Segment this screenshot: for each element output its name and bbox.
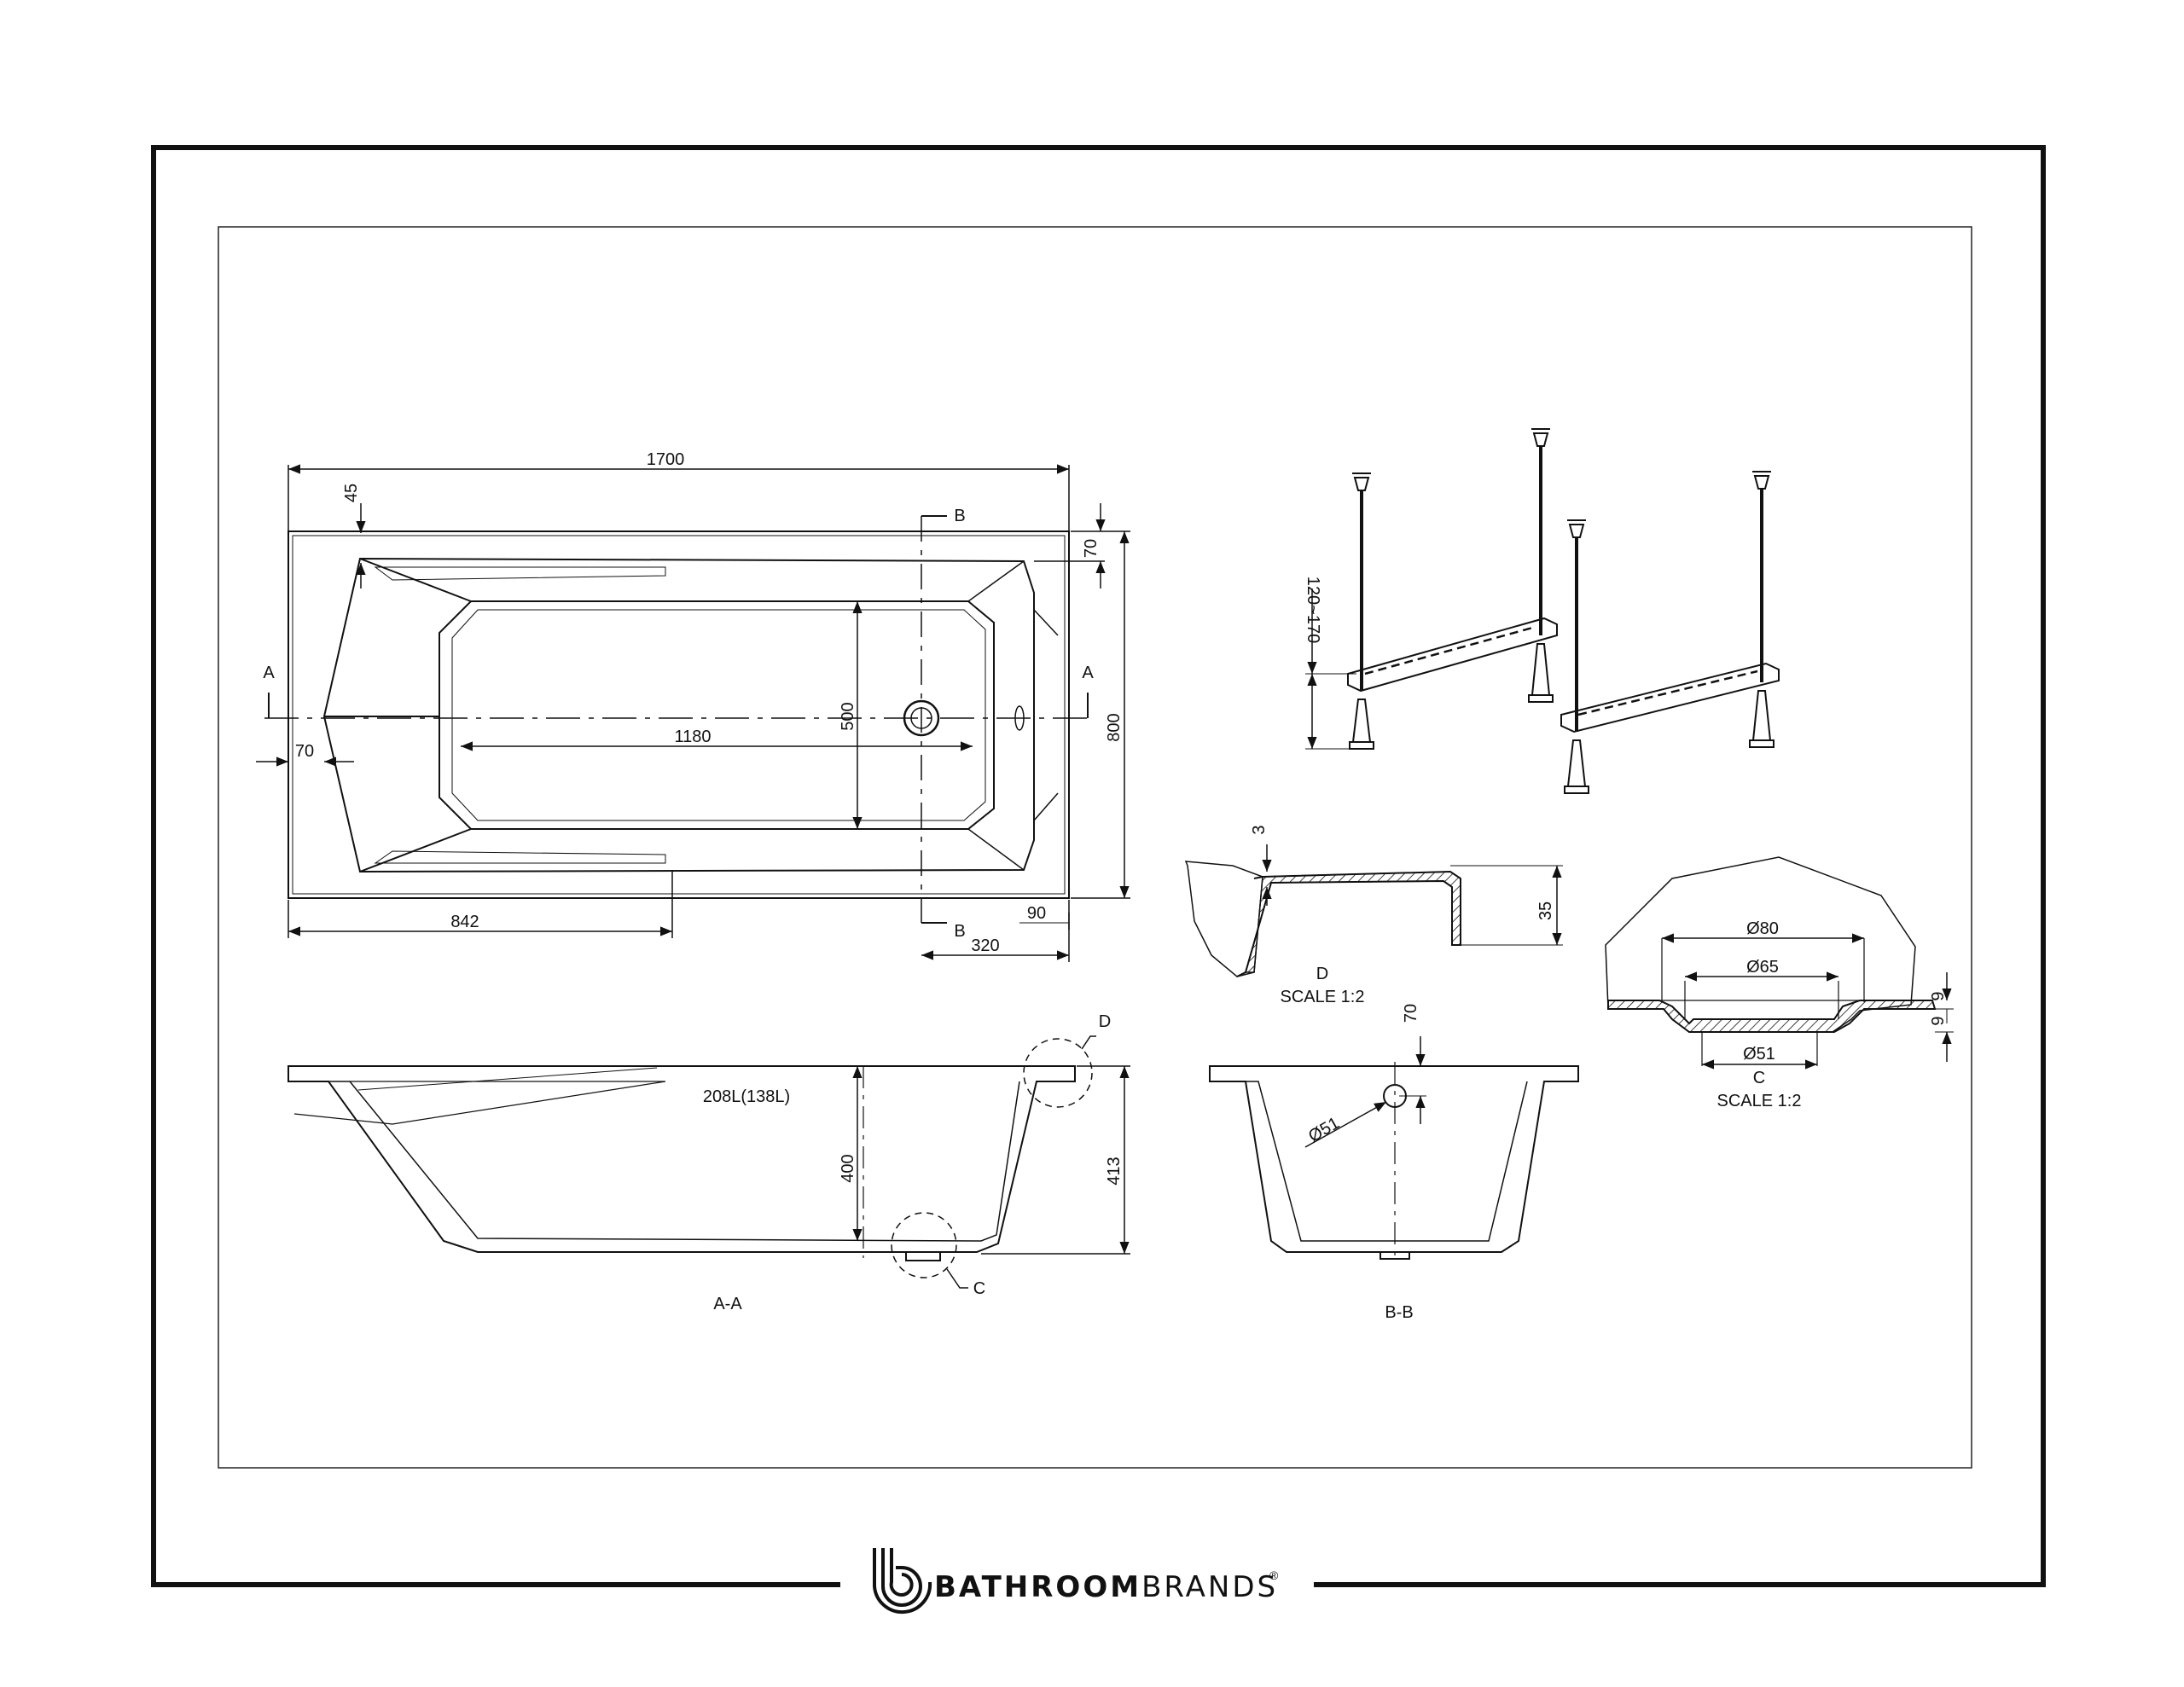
brand-registered-mark: ® [1269,1568,1279,1582]
detail-d-dimensions [1262,844,1563,946]
dim-adjust-label: 120~170 [1304,577,1322,643]
dim-length-label: 1700 [647,450,685,469]
dim-inner-length-label: 1180 [674,728,711,746]
detail-c [1605,856,1937,1066]
section-aa-dimensions [852,1065,1130,1255]
detail-d-labels: 3 35 D SCALE 1:2 [1250,825,1555,1006]
detail-d-scale: SCALE 1:2 [1281,988,1365,1006]
section-bb [1209,1062,1579,1261]
detail-c-title: C [1753,1069,1765,1087]
detail-c-dimensions [1662,933,1954,1070]
dim-rim-label: 70 [1402,1004,1420,1023]
section-bb-dimensions [1304,1036,1426,1148]
svg-text:BATHROOMBRANDS: BATHROOMBRANDS [934,1570,1278,1604]
detail-d [1184,861,1461,977]
detail-d-callout: D [1099,1012,1111,1031]
dim-waste-left-label: 842 [450,913,479,931]
brand-name-bold: BATHROOM [934,1570,1141,1604]
detail-c-scale: SCALE 1:2 [1717,1092,1802,1110]
dim-rim-height-label: 35 [1536,901,1555,920]
detail-c-labels: Ø80 Ø65 Ø51 9 9 C SCALE 1:2 [1717,919,1948,1110]
dim-rim-right-label: 70 [1082,539,1101,558]
brand-name-light: BRANDS [1141,1570,1278,1604]
dim-thickness-label: 3 [1250,825,1269,834]
outer-border [151,145,2046,1587]
dim-waste-right-label: 320 [971,936,999,955]
section-aa-labels: A-A 208L(138L) 400 413 D C [703,1012,1124,1313]
dim-waste-dia-label: Ø51 [1305,1114,1343,1146]
dim-width-label: 800 [1105,713,1124,741]
inner-border [218,226,1972,1469]
section-bb-title: B-B [1385,1303,1413,1322]
capacity-label: 208L(138L) [703,1087,790,1106]
dim-rim-left-label: 70 [295,742,314,761]
section-a-left: A [263,664,275,682]
dim-overflow-label: 90 [1027,904,1046,923]
leg-frame-assembly [1347,428,1780,794]
dim-9b-label: 9 [1929,1016,1948,1025]
section-a-right: A [1082,664,1094,682]
plan-dimension-labels: 1700 45 800 70 70 1180 500 842 320 90 A … [263,450,1124,955]
bathroombrands-b-logo-icon [873,1548,932,1615]
detail-d-title: D [1316,965,1328,983]
plan-view [264,515,1092,924]
section-aa-title: A-A [713,1295,742,1313]
dim-d51-label: Ø51 [1743,1045,1775,1064]
leg-frame-dimensions [1305,588,1356,750]
dim-rim-top-label: 45 [342,484,361,502]
detail-c-callout: C [973,1279,985,1298]
section-aa [288,1035,1096,1289]
plan-dimensions [256,464,1130,962]
section-b-top: B [954,507,965,525]
dim-total-height-label: 413 [1105,1157,1124,1185]
dim-d65-label: Ø65 [1746,958,1779,977]
section-b-bottom: B [954,922,965,941]
dim-inner-depth-label: 400 [839,1154,857,1182]
dim-9a-label: 9 [1929,991,1948,1000]
section-bb-labels: B-B 70 Ø51 [1305,1004,1420,1322]
dim-inner-width-label: 500 [839,702,857,730]
dim-d80-label: Ø80 [1746,919,1779,938]
brand-footer: BATHROOMBRANDS ® [840,1548,1314,1615]
